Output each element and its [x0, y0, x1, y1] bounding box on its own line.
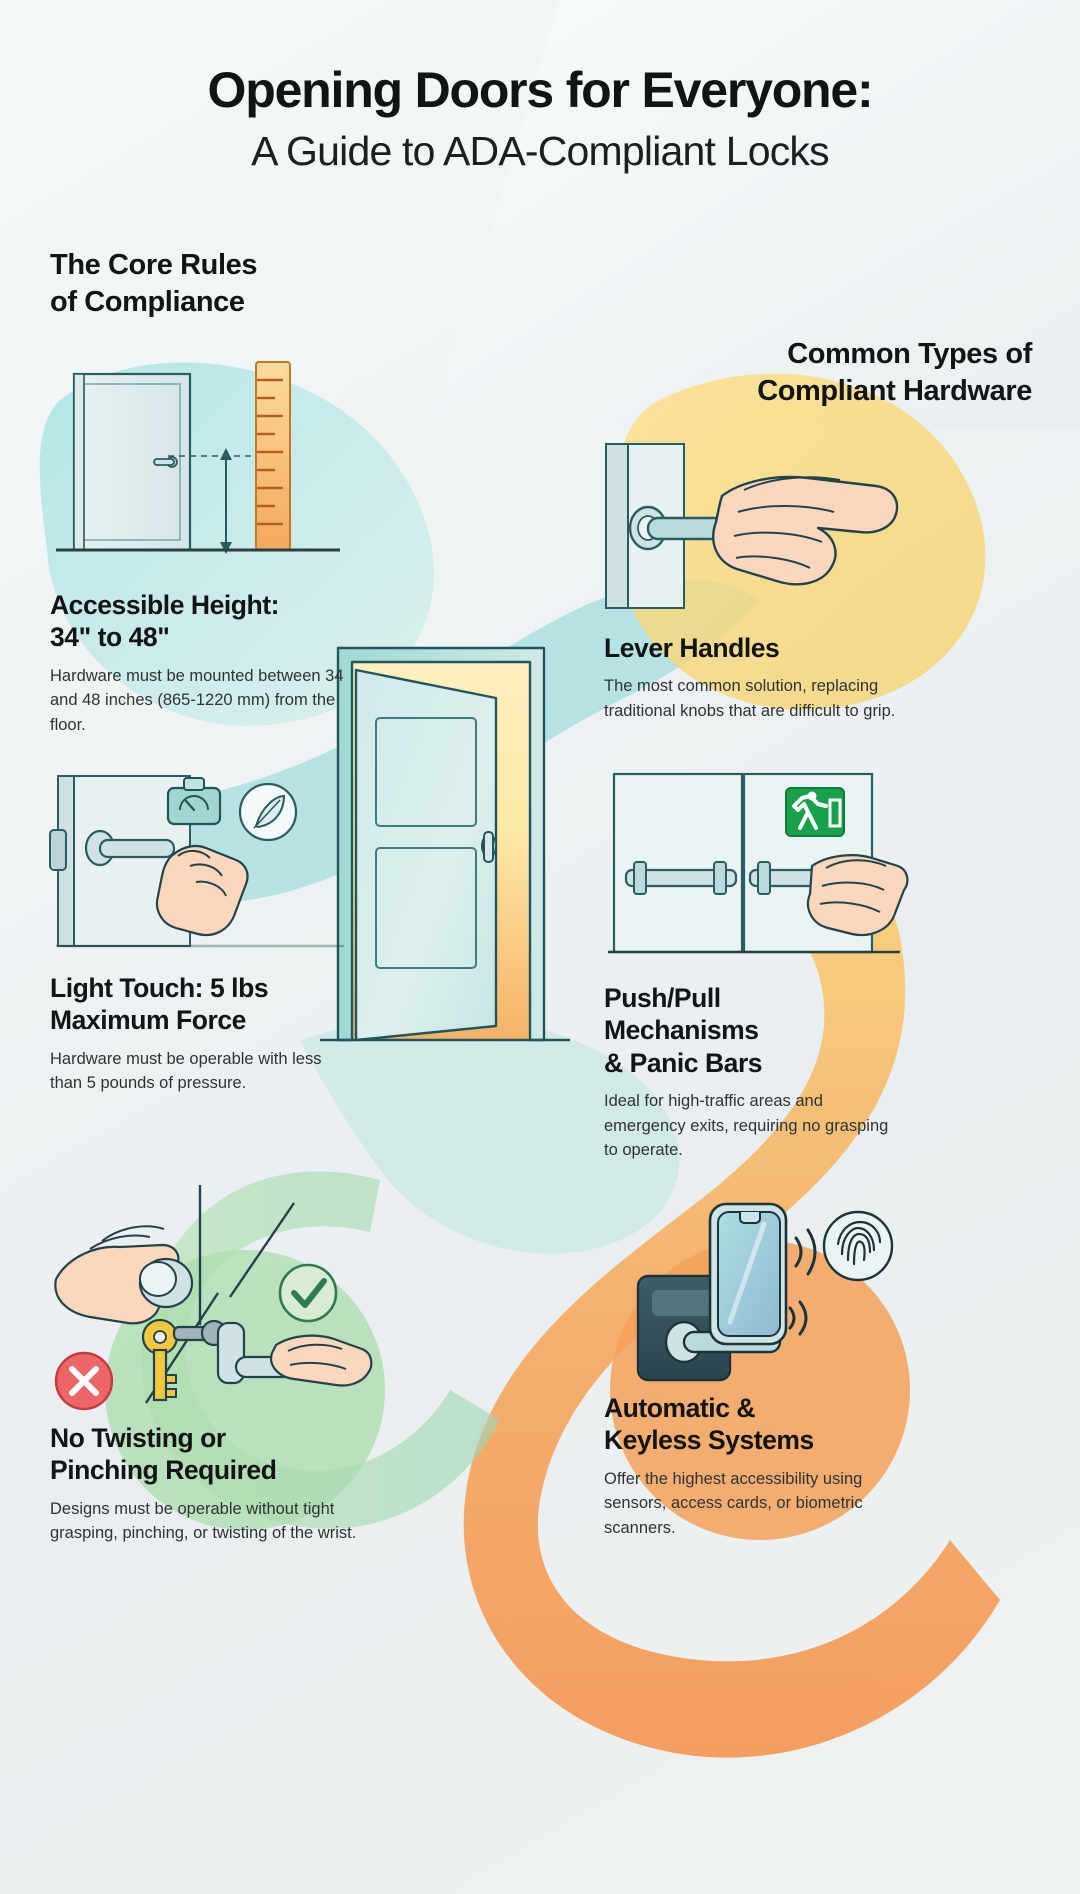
section-heading-common-types-line2: Compliant Hardware	[757, 375, 1032, 408]
smartphone-icon	[708, 1202, 788, 1346]
card-title-line2: Mechanisms	[604, 1015, 759, 1046]
card-body-push-pull: Ideal for high-traffic areas and emergen…	[604, 1091, 889, 1160]
card-body-light-touch: Hardware must be operable with less than…	[50, 1049, 322, 1093]
door-handle-icon	[153, 456, 178, 468]
card-title-light-touch: Light Touch: 5 lbs Maximum Force	[50, 972, 350, 1037]
card-title-line2: Keyless Systems	[604, 1425, 814, 1456]
hand-on-lever-icon	[216, 1321, 373, 1387]
page-subtitle: A Guide to ADA-Compliant Locks	[251, 128, 829, 174]
card-title-line1: Lever Handles	[604, 633, 780, 663]
card-lever-handles: Lever Handles The most common solution, …	[604, 440, 904, 724]
knob-vs-lever-comparison-icon	[50, 1175, 373, 1411]
card-title-line1: Automatic &	[604, 1393, 756, 1423]
key-icon	[141, 1318, 228, 1402]
card-title-line2: Pinching Required	[50, 1455, 277, 1486]
card-no-twisting: No Twisting or Pinching Required Designs…	[50, 1175, 373, 1546]
page-title: Opening Doors for Everyone:	[207, 62, 874, 118]
hand-icon	[155, 844, 249, 937]
card-title-accessible-height: Accessible Height: 34" to 48"	[50, 589, 350, 654]
section-heading-core-rules-line2: of Compliance	[50, 286, 245, 319]
card-automatic-keyless: Automatic & Keyless Systems Offer the hi…	[604, 1190, 904, 1541]
card-title-automatic-keyless: Automatic & Keyless Systems	[604, 1392, 904, 1457]
error-x-icon	[54, 1351, 114, 1411]
lever-handle-hand-icon	[604, 440, 904, 620]
wireless-signal-icon	[788, 1228, 817, 1336]
open-door-illustration	[320, 646, 570, 1042]
smartphone-fingerprint-keyless-icon	[604, 1190, 904, 1382]
card-title-line1: No Twisting or	[50, 1423, 226, 1453]
card-title-push-pull: Push/Pull Mechanisms & Panic Bars	[604, 982, 904, 1079]
hand-pressing-lever-scale-icon	[49, 770, 350, 960]
success-check-icon	[278, 1263, 338, 1323]
card-accessible-height: Accessible Height: 34" to 48" Hardware m…	[50, 352, 350, 738]
card-body-accessible-height: Hardware must be mounted between 34 and …	[50, 666, 344, 735]
header: Opening Doors for Everyone: A Guide to A…	[0, 62, 1080, 175]
door-lever-handle-icon	[481, 831, 497, 863]
section-heading-core-rules: The Core Rules of Compliance	[50, 247, 390, 321]
exit-sign-icon	[785, 787, 845, 837]
hand-icon	[806, 854, 909, 937]
card-title-line2: Maximum Force	[50, 1005, 246, 1036]
card-title-lever-handles: Lever Handles	[604, 632, 904, 664]
card-title-line1: Accessible Height:	[50, 590, 280, 620]
card-body-lever-handles: The most common solution, replacing trad…	[604, 677, 896, 721]
card-title-no-twisting: No Twisting or Pinching Required	[50, 1422, 360, 1487]
hand-pinching-knob-icon	[54, 1225, 194, 1325]
fingerprint-icon	[822, 1210, 894, 1282]
door-with-ruler-icon	[50, 352, 350, 577]
card-title-line3: & Panic Bars	[604, 1047, 763, 1078]
card-light-touch-force: Light Touch: 5 lbs Maximum Force Hardwar…	[49, 770, 350, 1096]
hand-icon	[712, 475, 899, 586]
section-heading-common-types-line1: Common Types of	[787, 338, 1032, 370]
card-push-pull-panic-bars: Push/Pull Mechanisms & Panic Bars Ideal …	[604, 770, 909, 1163]
section-heading-common-types: Common Types of Compliant Hardware	[672, 336, 1032, 410]
card-title-line1: Push/Pull	[604, 983, 721, 1013]
card-title-line1: Light Touch: 5 lbs	[50, 973, 269, 1003]
feather-icon	[238, 782, 298, 842]
card-title-line2: 34" to 48"	[50, 622, 170, 653]
section-heading-core-rules-line1: The Core Rules	[50, 249, 258, 281]
card-body-no-twisting: Designs must be operable without tight g…	[50, 1499, 357, 1543]
card-body-automatic-keyless: Offer the highest accessibility using se…	[604, 1469, 863, 1538]
panic-bar-exit-door-icon	[604, 770, 909, 970]
weight-scale-icon	[166, 777, 222, 826]
